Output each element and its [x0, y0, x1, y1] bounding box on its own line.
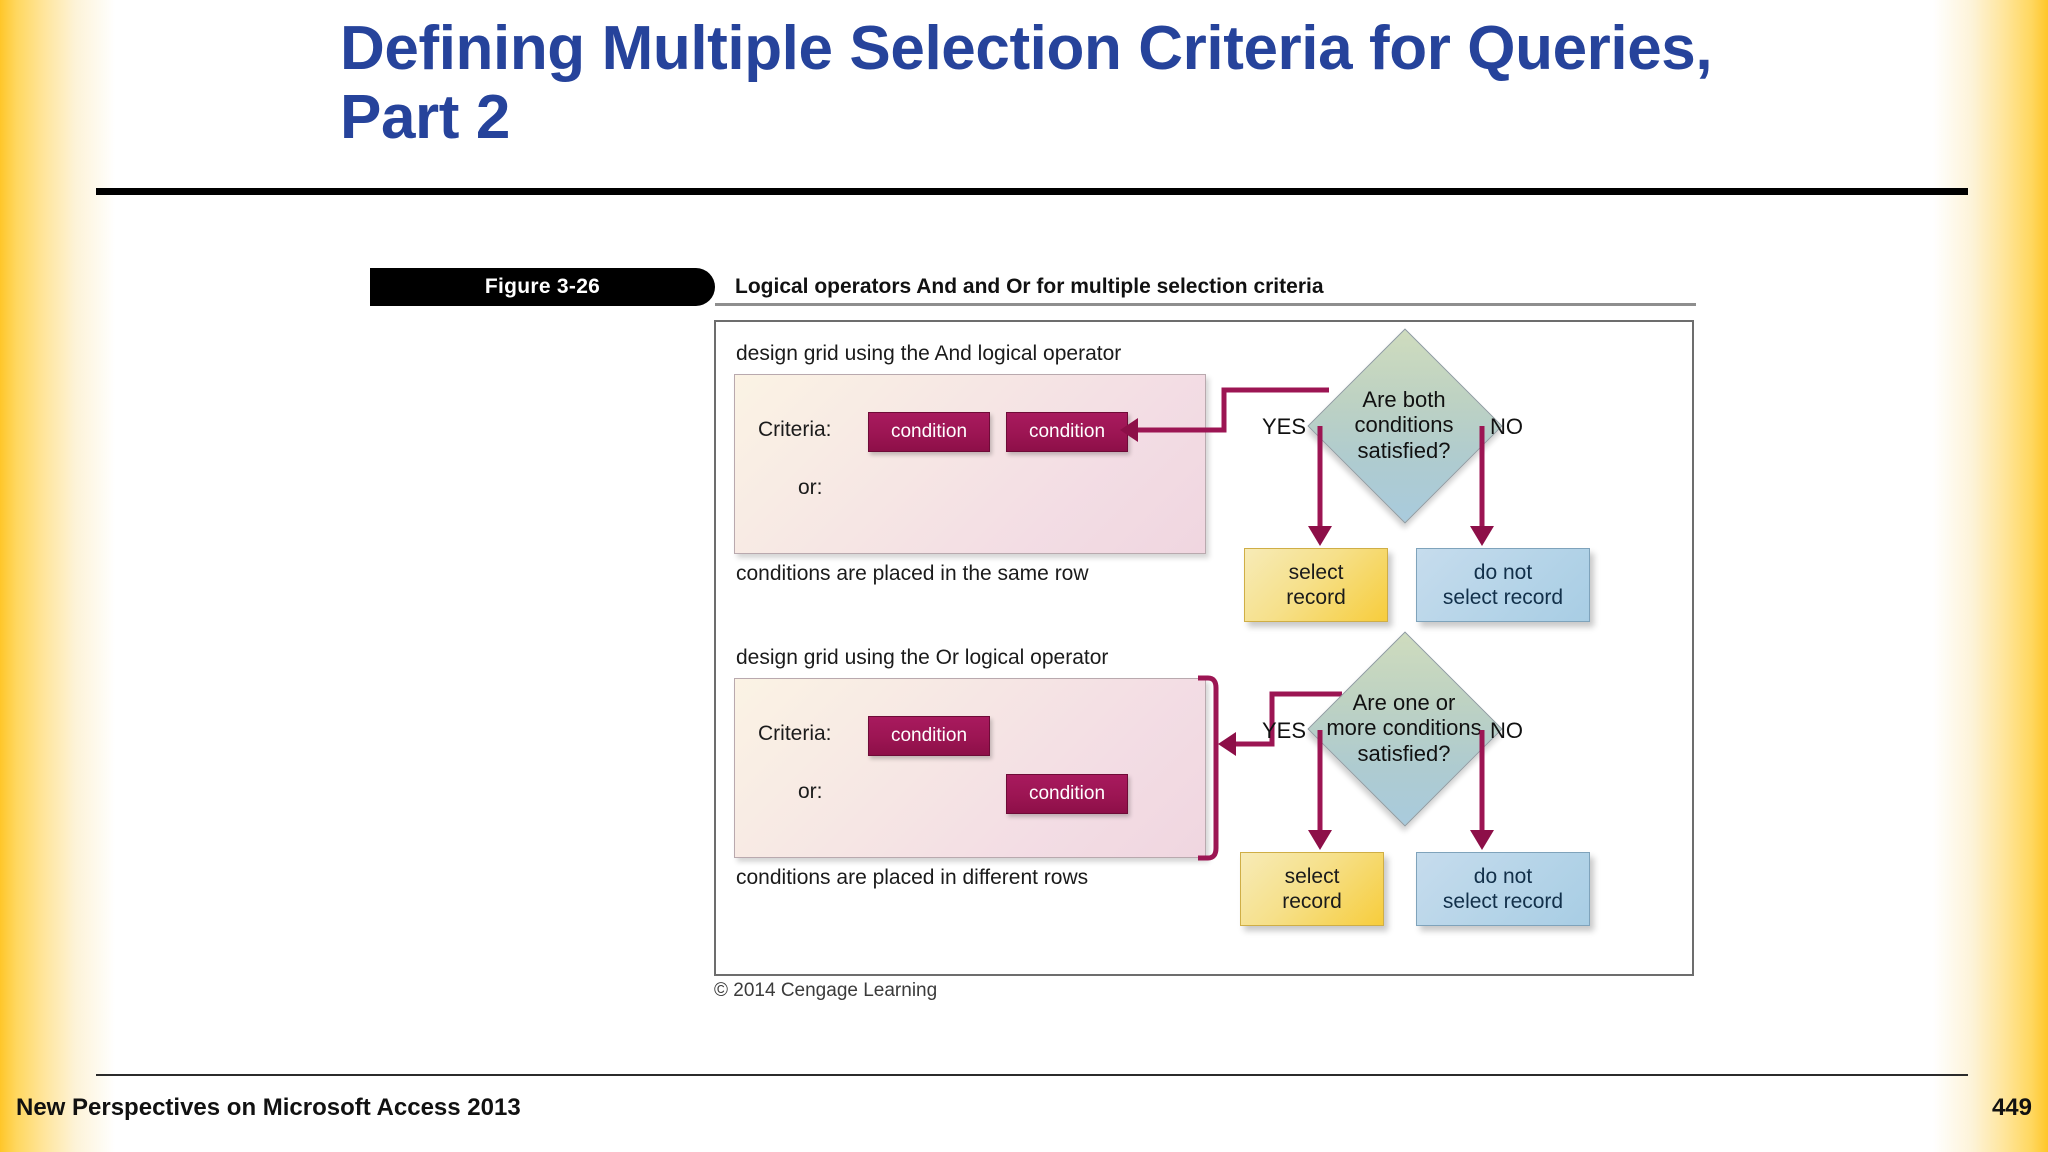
or-no-label: NO: [1490, 718, 1523, 743]
or-row-chip-1[interactable]: condition: [1006, 774, 1128, 814]
or-panel-title: design grid using the Or logical operato…: [736, 646, 1109, 669]
and-panel-title: design grid using the And logical operat…: [736, 342, 1122, 365]
or-select-record-box: select record: [1240, 852, 1384, 926]
or-panel-note: conditions are placed in different rows: [736, 866, 1089, 889]
and-or-label: or:: [798, 476, 823, 499]
figure-caption-bar: Figure 3-26 Logical operators And and Or…: [370, 268, 1696, 306]
or-decision-diamond: [1307, 631, 1503, 827]
and-select-line-1: select: [1288, 560, 1344, 584]
and-do-not-select-record-box: do not select record: [1416, 548, 1590, 622]
and-criteria-chip-2[interactable]: condition: [1006, 412, 1128, 452]
and-no-label: NO: [1490, 414, 1523, 439]
or-noselect-line-1: do not: [1473, 864, 1533, 888]
figure-caption-text: Logical operators And and Or for multipl…: [735, 275, 1324, 298]
and-design-grid: [734, 374, 1206, 554]
figure-number-tab: Figure 3-26: [370, 268, 715, 306]
and-criteria-label: Criteria:: [758, 418, 832, 441]
right-gradient-band: [1933, 0, 2048, 1152]
or-yes-label: YES: [1262, 718, 1307, 743]
and-select-line-2: record: [1286, 586, 1346, 609]
caption-underline: [715, 303, 1696, 306]
left-gradient-band: [0, 0, 115, 1152]
or-do-not-select-record-box: do not select record: [1416, 852, 1590, 926]
footer-book-title: New Perspectives on Microsoft Access 201…: [16, 1094, 521, 1121]
and-noselect-line-1: do not: [1473, 560, 1533, 584]
and-decision-diamond: [1307, 328, 1503, 524]
or-criteria-label: Criteria:: [758, 722, 832, 745]
or-criteria-chip-1[interactable]: condition: [868, 716, 990, 756]
or-select-line-2: record: [1282, 890, 1342, 913]
footer-divider: [96, 1074, 1968, 1076]
page-title: Defining Multiple Selection Criteria for…: [340, 14, 1713, 153]
and-criteria-chip-1[interactable]: condition: [868, 412, 990, 452]
and-select-record-box: select record: [1244, 548, 1388, 622]
footer-page-number: 449: [1991, 1094, 2032, 1121]
and-panel-note: conditions are placed in the same row: [736, 562, 1089, 585]
title-divider: [96, 188, 1968, 195]
and-yes-label: YES: [1262, 414, 1307, 439]
or-select-line-1: select: [1284, 864, 1340, 888]
or-or-label: or:: [798, 780, 823, 803]
or-noselect-line-2: select record: [1442, 890, 1564, 913]
and-noselect-line-2: select record: [1442, 586, 1564, 609]
or-design-grid: [734, 678, 1206, 858]
figure-frame: design grid using the And logical operat…: [714, 320, 1694, 976]
figure-credit: © 2014 Cengage Learning: [714, 980, 938, 1001]
